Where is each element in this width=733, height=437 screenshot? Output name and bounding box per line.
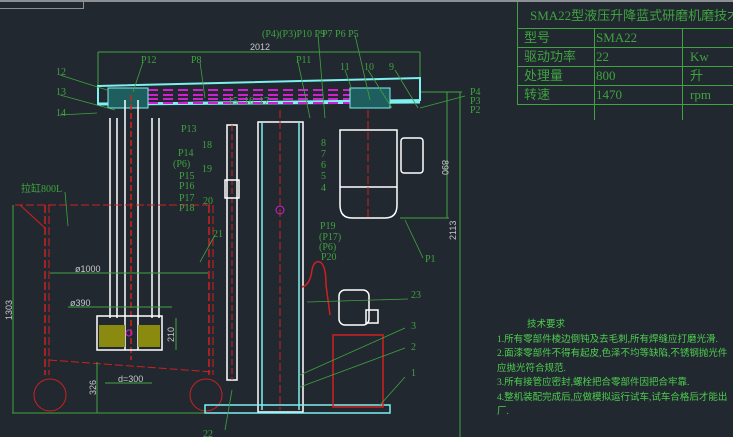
- spec-table-title: SMA22型液压升降蓝式研磨机磨技术参数: [517, 2, 733, 29]
- dim-890-2113: 890 2113: [400, 91, 462, 437]
- callout-12: 12: [56, 67, 66, 78]
- dim-890-text: 890: [440, 160, 450, 175]
- callout-19: 19: [202, 164, 212, 175]
- callout-p19: P19: [320, 221, 336, 232]
- dim-2012-text: 2012: [250, 42, 270, 52]
- tech-requirements-title: 技术要求: [527, 320, 566, 330]
- callout-5: 5: [321, 171, 326, 182]
- basket-rods: [109, 95, 160, 360]
- callout-p20: P20: [321, 252, 337, 263]
- spec-value: 1470: [596, 87, 622, 102]
- spec-row-model: 型号 SMA22: [517, 29, 733, 48]
- callout-p17b: (P17): [319, 232, 341, 243]
- callout-top-group1: (P4)(P3)P10 P9: [262, 29, 325, 40]
- grinding-basket: [96, 315, 163, 351]
- callout-p14: P14: [178, 148, 194, 159]
- callout-p2: P2: [470, 105, 481, 116]
- callout-9: 9: [389, 62, 394, 73]
- callout-14: 14: [56, 108, 66, 119]
- spec-row-speed: 转速 1470 rpm: [517, 86, 733, 105]
- callout-6: 6: [321, 160, 326, 171]
- dim-d300-text: d=300: [118, 374, 143, 384]
- callout-p11: P11: [296, 55, 311, 66]
- dim-dia390-text: ø390: [70, 298, 91, 308]
- tech-requirement-line: 2.面漆零部件不得有起皮,色泽不均等缺陷,不锈钢抛光件: [497, 349, 728, 359]
- callout-p18: P18: [179, 203, 195, 214]
- callout-21: 21: [213, 229, 223, 240]
- lifting-beam: [97, 76, 421, 109]
- callout-10: 10: [364, 62, 374, 73]
- callout-1: 1: [411, 368, 416, 379]
- leader-lines: [59, 34, 466, 431]
- callout-23: 23: [411, 290, 421, 301]
- toolbar-stub: [0, 2, 84, 9]
- callout-p8: P8: [191, 55, 202, 66]
- callout-p17: P17: [179, 193, 195, 204]
- spec-table: SMA22型液压升降蓝式研磨机磨技术参数 型号 SMA22 驱动功率 22 Kw…: [517, 2, 733, 120]
- callout-7: 7: [321, 149, 326, 160]
- spec-row-capacity: 处理量 800 升: [517, 67, 733, 86]
- tank-dims: [12, 205, 208, 413]
- spec-label: 转速: [524, 87, 551, 102]
- callout-8: 8: [321, 138, 326, 149]
- spec-label: 处理量: [524, 68, 564, 83]
- callout-p6b: (P6): [319, 242, 336, 253]
- callout-p12: P12: [141, 55, 157, 66]
- callout-20: 20: [203, 196, 213, 207]
- spec-label: 驱动功率: [524, 49, 577, 64]
- callout-p15: P15: [179, 171, 195, 182]
- callout-tank: 拉缸800L: [21, 182, 62, 195]
- callout-11: 11: [340, 62, 350, 73]
- window-top-border: [0, 0, 733, 2]
- tech-requirement-line: 4.整机装配完成后,应做模拟运行试车,试车合格后才能出: [497, 392, 728, 403]
- spec-value: SMA22: [596, 30, 638, 45]
- spec-unit: rpm: [690, 87, 711, 102]
- spec-label: 型号: [524, 30, 551, 45]
- callout-2: 2: [411, 342, 416, 353]
- mixing-tank: [15, 204, 223, 412]
- dim-1303-text: 1303: [4, 300, 14, 320]
- dim-dia1000-text: ø1000: [75, 264, 101, 274]
- main-motor: [339, 110, 424, 220]
- callout-15: 15: [228, 96, 238, 107]
- callout-16: 16: [244, 96, 254, 107]
- callout-p1: P1: [425, 254, 436, 265]
- hydraulic-unit: [301, 260, 384, 408]
- spec-value: 800: [596, 68, 616, 83]
- dim-210-text: 210: [166, 327, 176, 342]
- callout-18: 18: [202, 140, 212, 151]
- tech-requirement-line: 3.所有接管应密封,螺栓把合零部件因把合牢靠.: [497, 378, 690, 388]
- spec-unit: 升: [690, 68, 704, 83]
- callout-4: 4: [321, 183, 326, 194]
- dim-2113-text: 2113: [448, 221, 458, 240]
- dim-326-text: 326: [88, 380, 98, 395]
- spec-table-divider: [682, 29, 683, 120]
- callout-p3: P3: [470, 96, 481, 107]
- callout-p13: P13: [181, 124, 197, 135]
- spec-table-divider: [594, 29, 595, 120]
- callout-p4: P4: [470, 87, 481, 98]
- tech-requirement-line: 厂.: [497, 407, 509, 417]
- callout-3: 3: [411, 321, 416, 332]
- callout-p16: P16: [179, 181, 195, 192]
- spec-value: 22: [596, 49, 609, 64]
- callout-17: 17: [259, 96, 269, 107]
- callout-p6a: (P6): [173, 159, 190, 170]
- callout-22: 22: [203, 429, 213, 437]
- callout-top-group2: P7 P6 P5: [322, 29, 359, 40]
- tech-requirements: 技术要求 1.所有零部件棱边倒钝及去毛刺,所有焊缝应打磨光滑. 2.面漆零部件不…: [497, 318, 733, 420]
- spec-unit: Kw: [690, 49, 709, 64]
- tech-requirement-line: 1.所有零部件棱边倒钝及去毛刺,所有焊缝应打磨光滑.: [497, 334, 718, 345]
- callout-13: 13: [56, 87, 66, 98]
- tech-requirement-line: 应抛光符合规范.: [497, 363, 566, 374]
- lift-column: [204, 110, 391, 414]
- spec-row-power: 驱动功率 22 Kw: [517, 48, 733, 67]
